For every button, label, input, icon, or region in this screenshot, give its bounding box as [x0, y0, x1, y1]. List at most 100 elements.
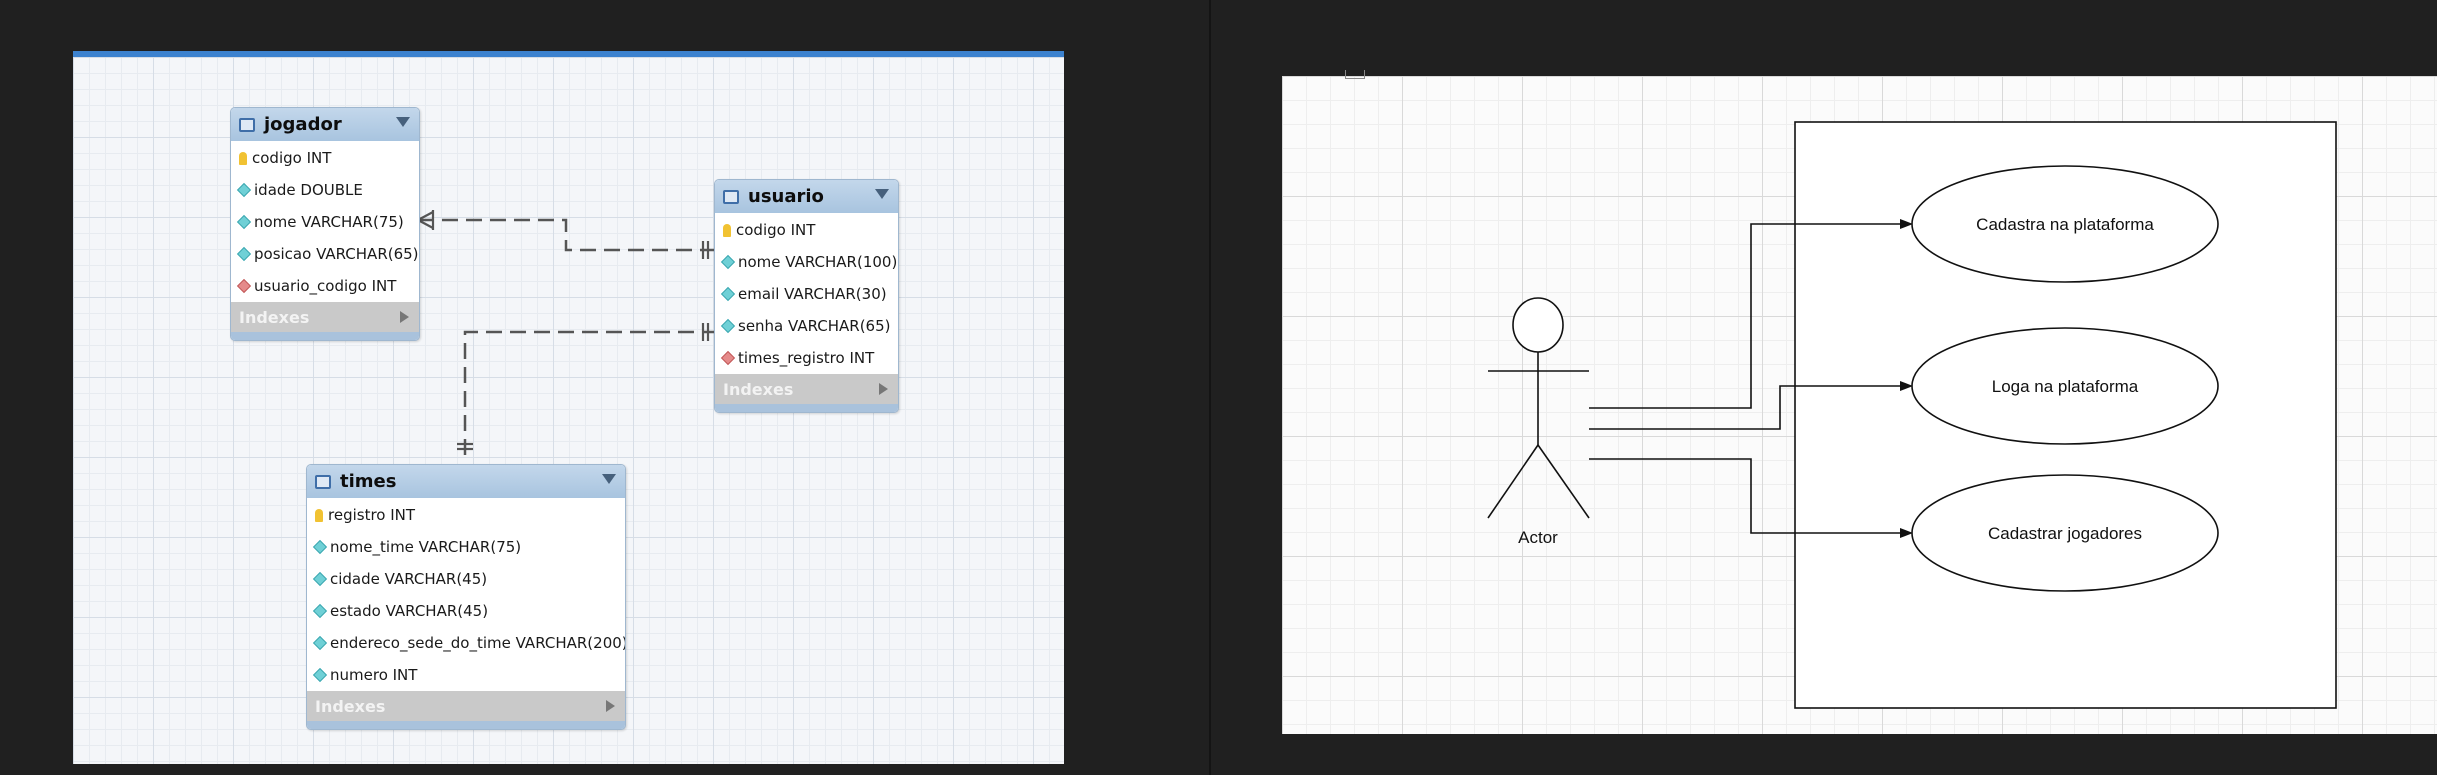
table-name: jogador	[264, 114, 342, 135]
column-row[interactable]: usuario_codigo INT	[231, 270, 419, 302]
table-footer	[307, 721, 625, 729]
column-icon	[312, 603, 328, 619]
panel-divider[interactable]	[1209, 0, 1211, 775]
column-label: numero INT	[330, 666, 418, 684]
column-row[interactable]: cidade VARCHAR(45)	[307, 563, 625, 595]
column-row[interactable]: email VARCHAR(30)	[715, 278, 898, 310]
use-case-loga[interactable]: Loga na plataforma	[1911, 327, 2219, 445]
column-label: endereco_sede_do_time VARCHAR(200)	[330, 634, 626, 652]
foreign-key-icon	[720, 350, 736, 366]
column-icon	[312, 571, 328, 587]
column-icon	[312, 635, 328, 651]
column-label: codigo INT	[252, 149, 332, 167]
relationship-times-usuario	[463, 330, 716, 455]
column-label: registro INT	[328, 506, 416, 524]
column-row[interactable]: nome VARCHAR(100)	[715, 246, 898, 278]
table-icon	[315, 474, 331, 489]
column-row[interactable]: posicao VARCHAR(65)	[231, 238, 419, 270]
expand-arrow-icon[interactable]	[400, 311, 409, 323]
column-row[interactable]: codigo INT	[231, 142, 419, 174]
table-header[interactable]: usuario	[715, 180, 898, 213]
column-icon	[236, 182, 252, 198]
table-usuario[interactable]: usuario codigo INT nome VARCHAR(100) ema…	[714, 179, 899, 413]
er-diagram-canvas[interactable]: jogador codigo INT idade DOUBLE nome VAR…	[73, 51, 1064, 764]
column-icon	[720, 254, 736, 270]
column-row[interactable]: endereco_sede_do_time VARCHAR(200)	[307, 627, 625, 659]
column-icon	[720, 318, 736, 334]
use-case-cadastra[interactable]: Cadastra na plataforma	[1911, 165, 2219, 283]
column-label: idade DOUBLE	[254, 181, 363, 199]
use-case-cadastrar-jogadores[interactable]: Cadastrar jogadores	[1911, 474, 2219, 592]
column-label: email VARCHAR(30)	[738, 285, 887, 303]
actor-figure[interactable]	[1487, 297, 1590, 519]
table-jogador[interactable]: jogador codigo INT idade DOUBLE nome VAR…	[230, 107, 420, 341]
connector-cadastra	[1589, 223, 1907, 409]
indexes-label: Indexes	[239, 307, 310, 327]
use-case-diagram: Actor Cadastra na plataforma Loga na pla…	[1487, 121, 2337, 709]
column-icon	[312, 539, 328, 555]
column-row[interactable]: times_registro INT	[715, 342, 898, 374]
table-name: usuario	[748, 186, 824, 207]
primary-key-icon	[315, 508, 323, 522]
one-marker-times	[457, 442, 473, 451]
column-row[interactable]: nome_time VARCHAR(75)	[307, 531, 625, 563]
arrowhead-icon	[1900, 219, 1913, 229]
table-footer	[231, 332, 419, 340]
crows-foot-many-marker	[417, 210, 435, 230]
table-header[interactable]: jogador	[231, 108, 419, 141]
indexes-section[interactable]: Indexes	[307, 691, 625, 721]
connector-loga	[1589, 385, 1907, 430]
use-case-label: Cadastra na plataforma	[1976, 215, 2154, 234]
primary-key-icon	[723, 223, 731, 237]
column-label: posicao VARCHAR(65)	[254, 245, 419, 263]
column-row[interactable]: codigo INT	[715, 214, 898, 246]
indexes-section[interactable]: Indexes	[231, 302, 419, 332]
arrowhead-icon	[1900, 528, 1913, 538]
use-case-label: Loga na plataforma	[1992, 377, 2139, 396]
column-row[interactable]: numero INT	[307, 659, 625, 691]
indexes-section[interactable]: Indexes	[715, 374, 898, 404]
relationship-jogador-usuario	[418, 218, 716, 252]
actor-label: Actor	[1518, 528, 1558, 547]
column-label: nome VARCHAR(100)	[738, 253, 898, 271]
column-label: times_registro INT	[738, 349, 875, 367]
column-icon	[720, 286, 736, 302]
column-label: nome_time VARCHAR(75)	[330, 538, 522, 556]
column-icon	[236, 246, 252, 262]
connector-cadastrar-jogadores	[1589, 458, 1907, 534]
indexes-label: Indexes	[723, 379, 794, 399]
column-row[interactable]: idade DOUBLE	[231, 174, 419, 206]
collapse-arrow-icon[interactable]	[396, 117, 410, 127]
column-label: usuario_codigo INT	[254, 277, 397, 295]
table-times[interactable]: times registro INT nome_time VARCHAR(75)…	[306, 464, 626, 730]
relationship-lines	[417, 210, 716, 455]
column-row[interactable]: estado VARCHAR(45)	[307, 595, 625, 627]
column-row[interactable]: senha VARCHAR(65)	[715, 310, 898, 342]
use-case-canvas[interactable]: Actor Cadastra na plataforma Loga na pla…	[1282, 70, 2437, 734]
column-label: cidade VARCHAR(45)	[330, 570, 488, 588]
column-label: estado VARCHAR(45)	[330, 602, 489, 620]
column-icon	[236, 214, 252, 230]
expand-arrow-icon[interactable]	[879, 383, 888, 395]
one-marker-usuario-a	[701, 241, 710, 259]
column-label: codigo INT	[736, 221, 816, 239]
expand-arrow-icon[interactable]	[606, 700, 615, 712]
collapse-arrow-icon[interactable]	[602, 474, 616, 484]
one-marker-usuario-b	[701, 323, 710, 341]
column-label: senha VARCHAR(65)	[738, 317, 891, 335]
indexes-label: Indexes	[315, 696, 386, 716]
table-footer	[715, 404, 898, 412]
table-header[interactable]: times	[307, 465, 625, 498]
column-icon	[312, 667, 328, 683]
column-row[interactable]: nome VARCHAR(75)	[231, 206, 419, 238]
foreign-key-icon	[236, 278, 252, 294]
column-label: nome VARCHAR(75)	[254, 213, 404, 231]
column-row[interactable]: registro INT	[307, 499, 625, 531]
use-case-label: Cadastrar jogadores	[1988, 524, 2142, 543]
table-icon	[239, 117, 255, 132]
table-name: times	[340, 471, 397, 492]
toolbar-handle-icon	[1345, 70, 1365, 79]
collapse-arrow-icon[interactable]	[875, 189, 889, 199]
arrowhead-icon	[1900, 381, 1913, 391]
primary-key-icon	[239, 151, 247, 165]
